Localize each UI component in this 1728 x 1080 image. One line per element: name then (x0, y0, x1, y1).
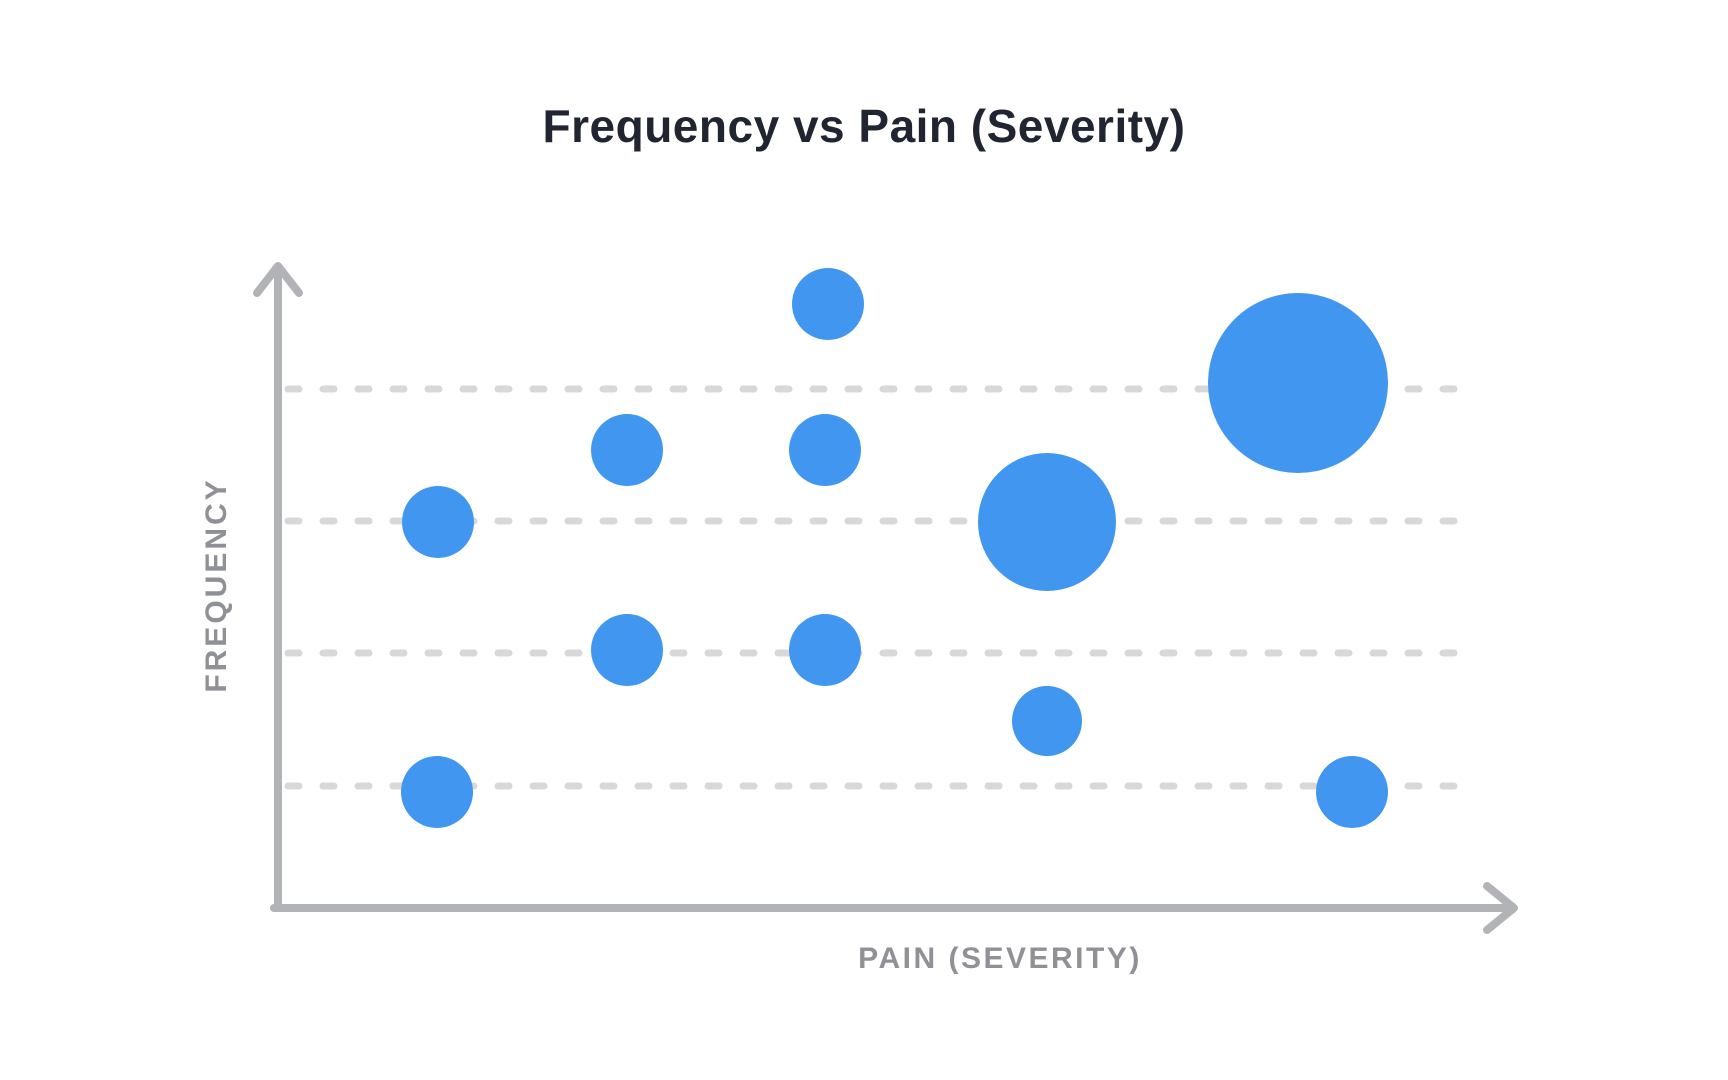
bubble (1012, 686, 1082, 756)
bubble (1316, 756, 1388, 828)
bubble (1208, 293, 1388, 473)
bubble (978, 453, 1116, 591)
chart-title: Frequency vs Pain (Severity) (542, 100, 1186, 152)
bubble (789, 414, 861, 486)
bubble (792, 268, 864, 340)
bubble (401, 756, 473, 828)
x-axis-arrowhead (1483, 882, 1518, 934)
bubble (789, 614, 861, 686)
x-axis-label: PAIN (SEVERITY) (858, 942, 1142, 975)
bubble (591, 614, 663, 686)
bubble (591, 414, 663, 486)
y-axis-label: FREQUENCY (200, 477, 233, 693)
y-axis-arrowhead (253, 262, 303, 297)
bubble (402, 486, 474, 558)
